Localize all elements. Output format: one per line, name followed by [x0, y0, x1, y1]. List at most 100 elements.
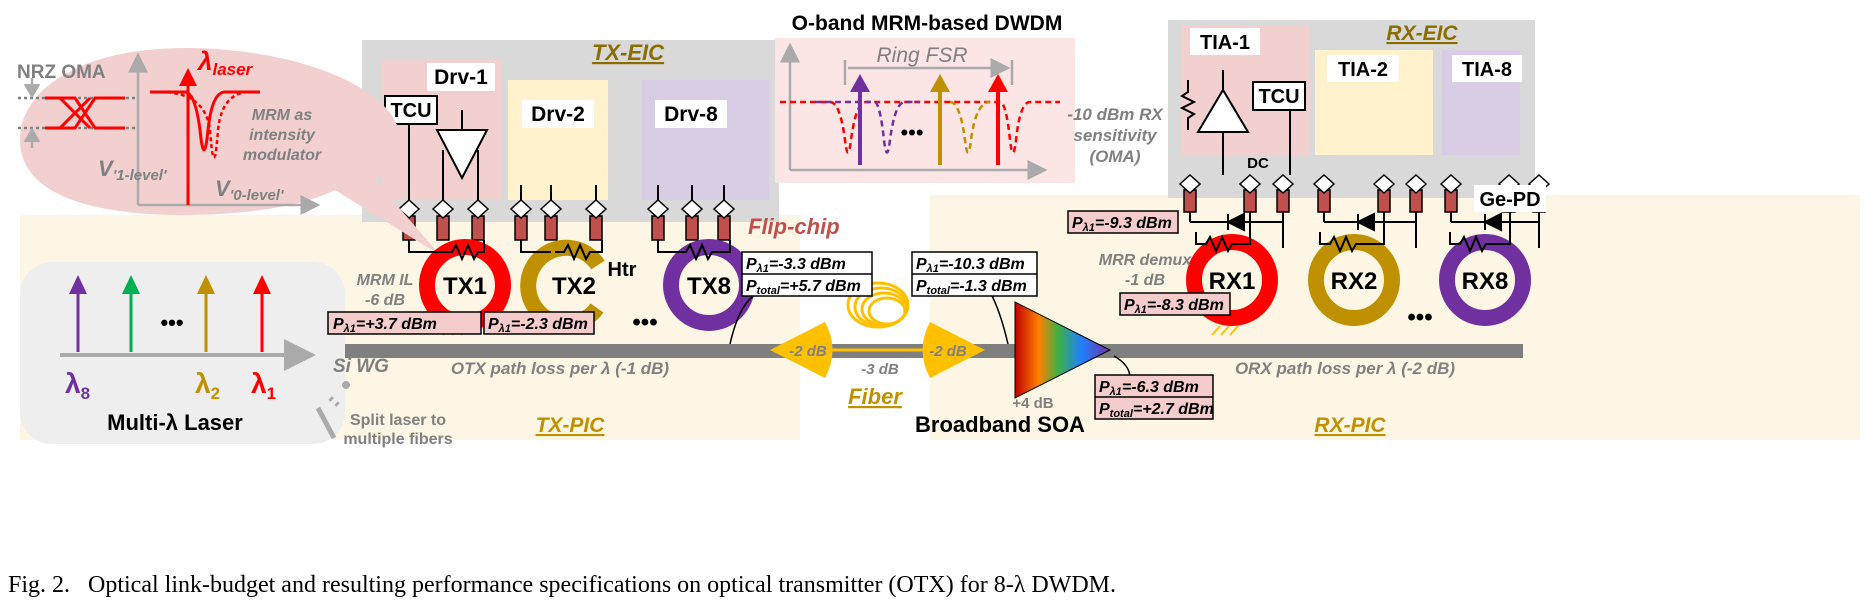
svg-text:Pλ1=-9.3 dBm: Pλ1=-9.3 dBm — [1072, 215, 1172, 234]
v1-level-label: V'1-level' — [98, 156, 167, 184]
fiber-label: Fiber — [848, 384, 903, 409]
drv1-label: Drv-1 — [434, 66, 488, 89]
dwdm-title: O-band MRM-based DWDM — [792, 12, 1063, 35]
tia2-label: TIA-2 — [1338, 59, 1388, 81]
svg-text:Pλ1=-8.3 dBm: Pλ1=-8.3 dBm — [1124, 297, 1224, 316]
svg-text:intensity: intensity — [249, 127, 316, 144]
tx2-label: TX2 — [552, 273, 596, 300]
power-box-tx-out: Pλ1=-3.3 dBm Ptotal=+5.7 dBm — [741, 251, 873, 297]
rx-eic-title: RX-EIC — [1386, 22, 1458, 45]
rx1-label: RX1 — [1209, 268, 1256, 295]
tia8-label: TIA-8 — [1462, 59, 1512, 81]
orx-path-loss: ORX path loss per λ (-2 dB) — [1235, 359, 1455, 378]
power-box-rx-ring: Pλ1=-8.3 dBm — [1119, 292, 1231, 316]
power-box-tx1-after: Pλ1=-2.3 dBm — [483, 311, 595, 335]
flipchip-label: Flip-chip — [748, 214, 840, 239]
rx-rings — [1186, 234, 1531, 326]
figure-caption: Fig. 2. Optical link-budget and resulting… — [8, 572, 1116, 599]
laser-title: Multi-λ Laser — [107, 410, 243, 435]
svg-text:sensitivity: sensitivity — [1073, 126, 1158, 145]
htr-label: Htr — [608, 259, 637, 281]
tx-eic-title: TX-EIC — [592, 40, 665, 65]
laser-spectrum — [60, 275, 316, 371]
lambda2-label: λ2 — [195, 368, 220, 403]
tx-pic-label: TX-PIC — [536, 414, 606, 437]
svg-text:MRR demux: MRR demux — [1099, 252, 1193, 269]
ring-fsr-label: Ring FSR — [876, 44, 967, 67]
tia1-label: TIA-1 — [1200, 32, 1250, 54]
mrm-il-label: MRM IL -6 dB — [357, 272, 414, 309]
tx1-label: TX1 — [443, 273, 487, 300]
svg-text:Pλ1=+3.7 dBm: Pλ1=+3.7 dBm — [333, 316, 437, 335]
svg-text:-1 dB: -1 dB — [1125, 272, 1165, 289]
drv2-box — [508, 80, 608, 200]
drv8-box — [642, 80, 769, 200]
drv2-label: Drv-2 — [531, 103, 585, 126]
rx-tcu-label: TCU — [1258, 86, 1299, 108]
split-label: Split laser to multiple fibers — [343, 412, 452, 448]
svg-text:MRM IL: MRM IL — [357, 272, 414, 289]
otx-path-loss: OTX path loss per λ (-1 dB) — [451, 359, 670, 378]
dwdm-spectrum — [780, 42, 1060, 180]
si-wg-label: Si WG — [333, 356, 389, 377]
svg-text:(OMA): (OMA) — [1090, 147, 1141, 166]
nrz-oma-label: NRZ OMA — [17, 62, 106, 83]
dc-label: DC — [1247, 155, 1269, 172]
figure-label: Fig. 2. — [8, 572, 71, 598]
svg-text:modulator: modulator — [243, 147, 322, 164]
tx8-label: TX8 — [687, 273, 731, 300]
fiber-coil — [830, 281, 930, 352]
soa-label: Broadband SOA — [915, 412, 1085, 437]
rx-pic-region — [930, 195, 1860, 440]
fiber-loss: -3 dB — [861, 361, 899, 378]
rx-heater-wires — [1195, 212, 1511, 254]
svg-text:Ptotal=+2.7 dBm: Ptotal=+2.7 dBm — [1099, 401, 1214, 420]
svg-text:-10 dBm RX: -10 dBm RX — [1067, 105, 1164, 124]
driver-amplifier — [435, 110, 489, 181]
ge-pd-label: Ge-PD — [1479, 189, 1540, 211]
rx8-label: RX8 — [1462, 268, 1509, 295]
lambda8-label: λ8 — [65, 368, 90, 403]
caption-text: Optical link-budget and resulting perfor… — [88, 572, 1117, 598]
eye-plot — [18, 52, 321, 215]
svg-text:Pλ1=-6.3 dBm: Pλ1=-6.3 dBm — [1099, 379, 1199, 398]
svg-text:multiple fibers: multiple fibers — [343, 431, 452, 448]
split-indicator — [315, 381, 350, 440]
rx-flipchip-bumps — [1178, 173, 1551, 213]
coupler-left — [770, 322, 833, 378]
coupler-right-loss: -2 dB — [929, 343, 967, 360]
photodiodes — [1189, 110, 1540, 248]
dwdm-ellipsis: ••• — [900, 120, 923, 145]
tx-ellipsis: ••• — [632, 309, 657, 336]
rx2-label: RX2 — [1331, 268, 1378, 295]
rx-ellipsis: ••• — [1407, 304, 1432, 331]
svg-text:Split laser to: Split laser to — [350, 412, 446, 429]
dwdm-panel — [775, 38, 1075, 183]
svg-text:MRM as: MRM as — [252, 107, 313, 124]
v0-level-label: V'0-level' — [215, 176, 284, 204]
power-box-tx1-out: Pλ1=+3.7 dBm — [327, 311, 482, 335]
svg-text:Ptotal=+5.7 dBm: Ptotal=+5.7 dBm — [746, 278, 861, 297]
power-box-rx-pd: Pλ1=-9.3 dBm — [1067, 210, 1179, 234]
rx-pic-label: RX-PIC — [1314, 414, 1386, 437]
svg-text:Pλ1=-2.3 dBm: Pλ1=-2.3 dBm — [488, 316, 588, 335]
soa-gain: +4 dB — [1012, 395, 1053, 412]
tia-amplifier — [1179, 70, 1250, 175]
rx-sensitivity: -10 dBm RX sensitivity (OMA) — [1067, 105, 1164, 166]
soa-triangle — [1014, 301, 1112, 399]
lambda-laser-label: λlaser — [196, 46, 254, 79]
rx-tcu-box — [1252, 81, 1306, 111]
tcu-label: TCU — [390, 100, 431, 122]
mrm-note: MRM as intensity modulator — [243, 107, 322, 164]
svg-text:Pλ1=-10.3 dBm: Pλ1=-10.3 dBm — [916, 256, 1025, 275]
svg-text:-6 dB: -6 dB — [365, 292, 405, 309]
drv8-label: Drv-8 — [664, 103, 718, 126]
power-box-soa-out: Pλ1=-6.3 dBm Ptotal=+2.7 dBm — [1094, 374, 1214, 420]
coupler-right — [922, 322, 985, 378]
eye-bubble — [20, 48, 440, 255]
svg-text:Ptotal=-1.3 dBm: Ptotal=-1.3 dBm — [916, 278, 1027, 297]
mrr-demux-label: MRR demux -1 dB — [1099, 252, 1193, 289]
coupler-left-loss: -2 dB — [789, 343, 827, 360]
power-box-rx-in: Pλ1=-10.3 dBm Ptotal=-1.3 dBm — [911, 251, 1038, 297]
